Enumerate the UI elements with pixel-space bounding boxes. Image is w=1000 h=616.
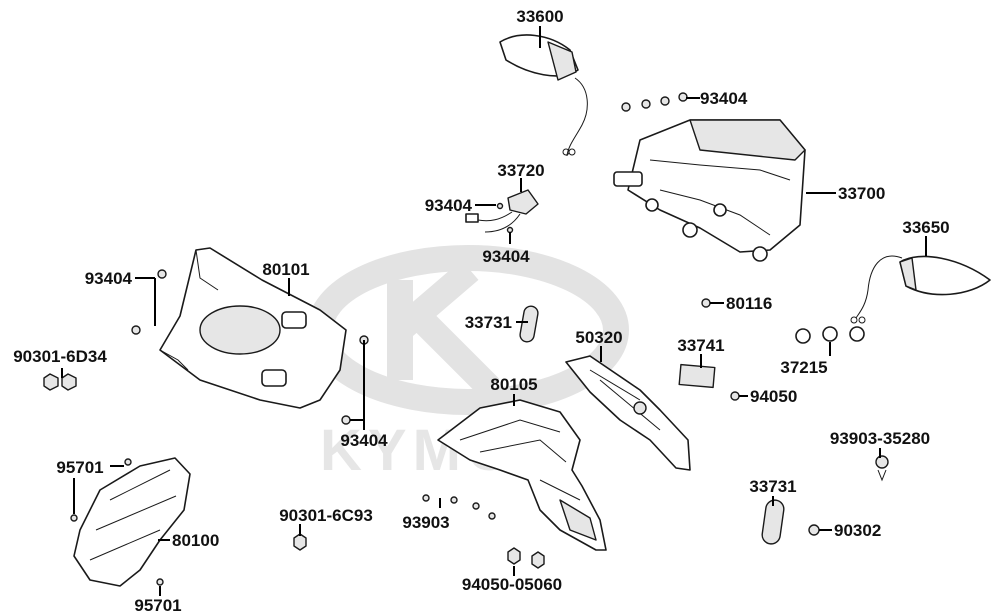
part-label-37215: 37215: [780, 358, 827, 377]
part-label-80101: 80101: [262, 260, 309, 279]
nuts-94050-05060: [507, 547, 545, 569]
part-labels: 33600 93404 33700 33720 93404 93404 3365…: [13, 7, 949, 615]
license-bracket-illustration: [565, 355, 691, 471]
screw-93903-35280: [875, 455, 889, 482]
part-label-95701: 95701: [134, 596, 181, 615]
part-label-93404: 93404: [482, 247, 530, 266]
rear-fender-inner-illustration: [159, 247, 347, 409]
part-label-33720: 33720: [497, 161, 544, 180]
part-label-33731: 33731: [465, 313, 512, 332]
part-label-95701: 95701: [56, 458, 103, 477]
screws-93903: [422, 494, 496, 520]
screw-90302: [808, 524, 820, 536]
license-plate-holder: [678, 363, 716, 389]
part-label-33700: 33700: [838, 184, 885, 203]
reflector-33731-a: [519, 305, 539, 343]
part-label-93404: 93404: [85, 269, 133, 288]
part-label-90302: 90302: [834, 521, 881, 540]
part-label-90301-6C93: 90301-6C93: [279, 506, 373, 525]
part-label-80116: 80116: [726, 294, 772, 313]
part-label-94050-05060: 94050-05060: [462, 575, 562, 594]
clips-37215: [795, 326, 865, 344]
reflector-33731-b: [761, 499, 785, 545]
part-label-80100: 80100: [172, 531, 219, 550]
part-label-33741: 33741: [677, 336, 724, 355]
part-label-50320: 50320: [575, 328, 622, 347]
screws-93404-top: [621, 92, 688, 112]
part-label-80105: 80105: [490, 375, 537, 394]
part-label-33731: 33731: [749, 477, 796, 496]
part-label-94050: 94050: [750, 387, 797, 406]
part-label-93404: 93404: [425, 196, 473, 215]
part-label-33600: 33600: [516, 7, 563, 26]
small-fasteners-left: [43, 269, 369, 425]
part-label-93903: 93903: [402, 513, 449, 532]
part-label-93404: 93404: [700, 89, 748, 108]
turn-signal-rear-illustration: [850, 255, 991, 324]
rear-mudguard-illustration: [437, 399, 607, 551]
turn-signal-front-illustration: [499, 34, 588, 157]
part-label-90301-6D34: 90301-6D34: [13, 347, 107, 366]
small-screws-right: [701, 298, 740, 401]
rear-fender-illustration: [70, 457, 191, 587]
license-light-illustration: [465, 189, 539, 234]
part-label-93903-35280: 93903-35280: [830, 429, 930, 448]
nut-90301-6C93: [293, 533, 307, 551]
leader-lines: [61, 26, 927, 596]
part-label-93404: 93404: [340, 431, 388, 450]
tail-light-assembly-illustration: [613, 119, 806, 262]
part-label-33650: 33650: [902, 218, 949, 237]
